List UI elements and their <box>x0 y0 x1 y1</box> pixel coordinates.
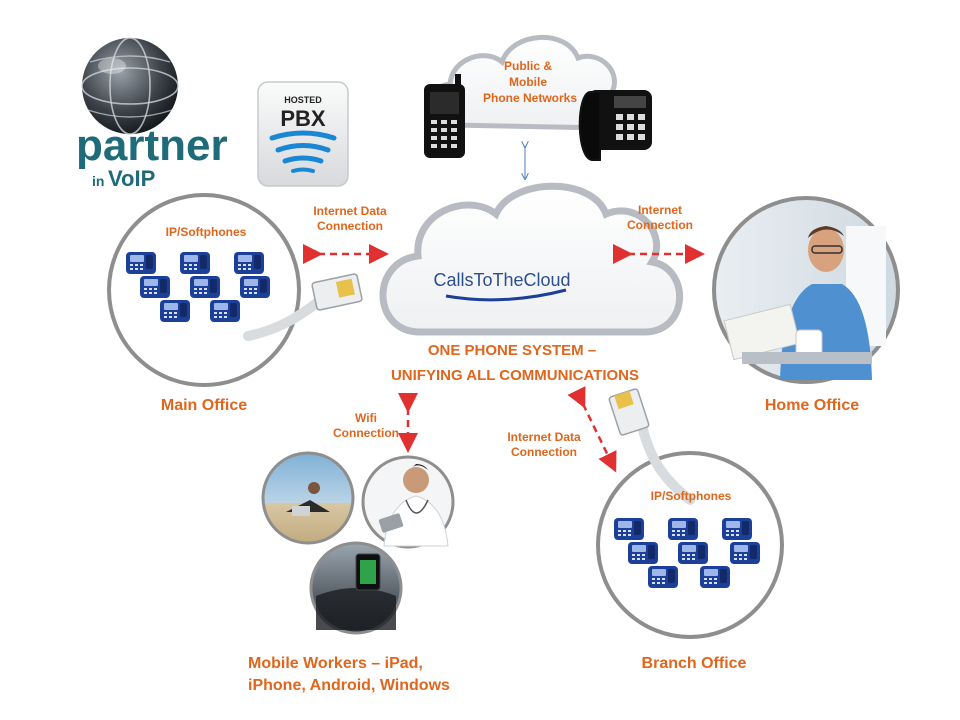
branch-office-circle <box>596 451 784 639</box>
wifi-connection-line1: Wifi <box>355 411 377 425</box>
branch-office-title: Branch Office <box>641 655 747 672</box>
branch-data-connection-line2: Connection <box>511 445 577 459</box>
home-office-title: Home Office <box>764 397 860 414</box>
home-office-circle <box>712 196 900 384</box>
mobile-doctor-photo <box>361 455 455 549</box>
ethernet-cable-icon <box>608 388 695 505</box>
headline-line1: ONE PHONE SYSTEM – <box>427 342 597 359</box>
branch-office-inner-label: IP/Softphones <box>650 489 732 503</box>
right-internet-connection-line2: Connection <box>627 218 693 232</box>
connection-arrows <box>303 244 705 473</box>
partner-in-voip-logo: partner in VoIP <box>76 37 228 191</box>
public-networks-cloud: Public & Mobile Phone Networks <box>425 34 631 131</box>
cloud-top-line1: Public & <box>504 59 552 73</box>
cloud-top-line3: Phone Networks <box>483 91 577 105</box>
hosted-pbx-badge: HOSTED PBX <box>257 81 349 187</box>
pbx-badge-top: HOSTED <box>284 95 322 105</box>
globe-icon <box>82 38 178 134</box>
mobile-workers-line1: Mobile Workers – iPad, <box>248 655 423 672</box>
ethernet-cable-icon <box>243 273 363 341</box>
left-data-connection-line2: Connection <box>317 219 383 233</box>
main-office-inner-label: IP/Softphones <box>165 225 247 239</box>
left-data-connection-line1: Internet Data <box>313 204 387 218</box>
logo-sub-voip: VoIP <box>108 166 155 191</box>
cloud-top-line2: Mobile <box>509 75 547 89</box>
wifi-connection-line2: Connection <box>333 426 399 440</box>
desk-phone-icon <box>578 90 652 161</box>
branch-data-connection-line1: Internet Data <box>507 430 581 444</box>
wireless-signal-icon <box>269 130 337 173</box>
main-office-title: Main Office <box>160 397 248 414</box>
mobile-car-photo <box>309 541 403 635</box>
logo-sub-in: in <box>92 173 104 189</box>
mobile-beach-photo <box>261 451 355 545</box>
main-office-circle <box>107 193 301 387</box>
mobile-phone-icon <box>424 74 465 158</box>
logo-word: partner <box>76 121 228 170</box>
pbx-badge-main: PBX <box>280 106 326 131</box>
right-internet-connection-line1: Internet <box>637 203 682 217</box>
headline-line2: UNIFYING ALL COMMUNICATIONS <box>390 367 640 384</box>
cloud-brand: CallsToTheCloud <box>433 270 570 290</box>
mobile-workers-line2: iPhone, Android, Windows <box>248 677 450 694</box>
calls-to-the-cloud: CallsToTheCloud <box>379 182 684 336</box>
